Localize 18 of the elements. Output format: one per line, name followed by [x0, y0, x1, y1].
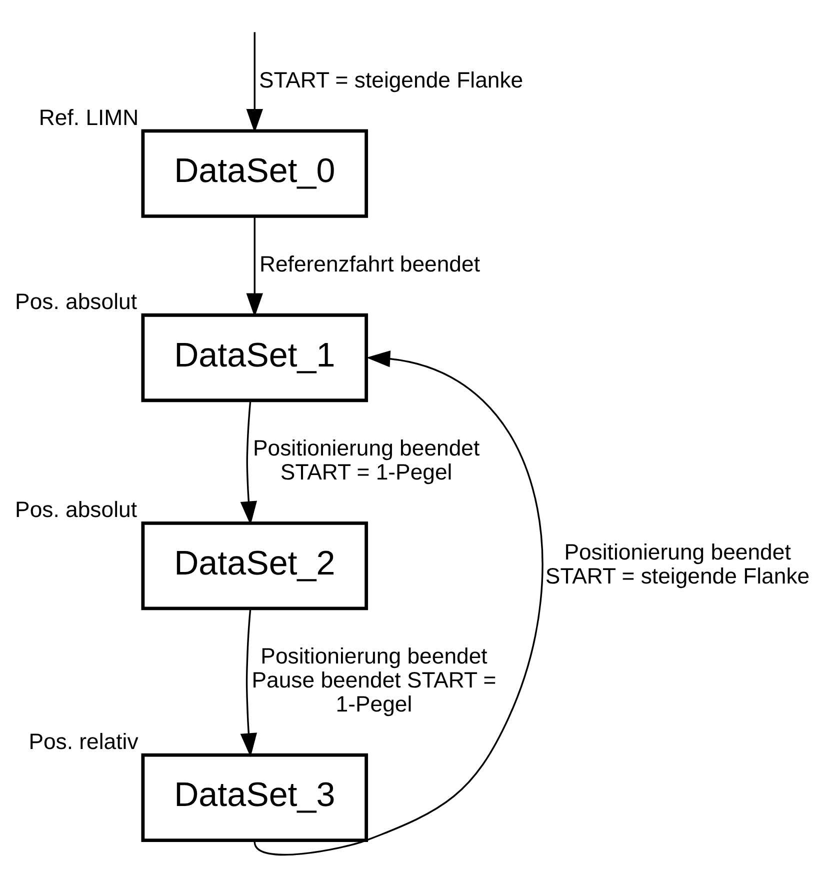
arrow: [254, 350, 544, 855]
node-label: Pos. absolut: [15, 496, 137, 522]
arrow: [246, 216, 263, 317]
arrow: [246, 32, 263, 132]
arrow: [240, 608, 258, 757]
node-box: DataSet_3: [141, 752, 368, 842]
edge-label: Positionierung beendet START = 1-Pegel: [252, 435, 480, 484]
edge-label: Referenzfahrt beendet: [259, 250, 480, 276]
arrow: [240, 400, 258, 525]
node-box: DataSet_2: [141, 520, 368, 610]
node-label: Pos. absolut: [15, 288, 137, 314]
edge-label: Positionierung beendet START = steigende Flanke: [545, 539, 810, 588]
node-box: DataSet_1: [141, 312, 368, 402]
edge-label: Positionierung beendet Pause beendet START = 1-Pegel: [252, 643, 496, 716]
node-box: DataSet_0: [141, 128, 368, 218]
edge-label: START = steigende Flanke: [258, 66, 524, 92]
node-label: Pos. relativ: [28, 728, 138, 754]
node-label: Ref. LIMN: [38, 104, 139, 130]
